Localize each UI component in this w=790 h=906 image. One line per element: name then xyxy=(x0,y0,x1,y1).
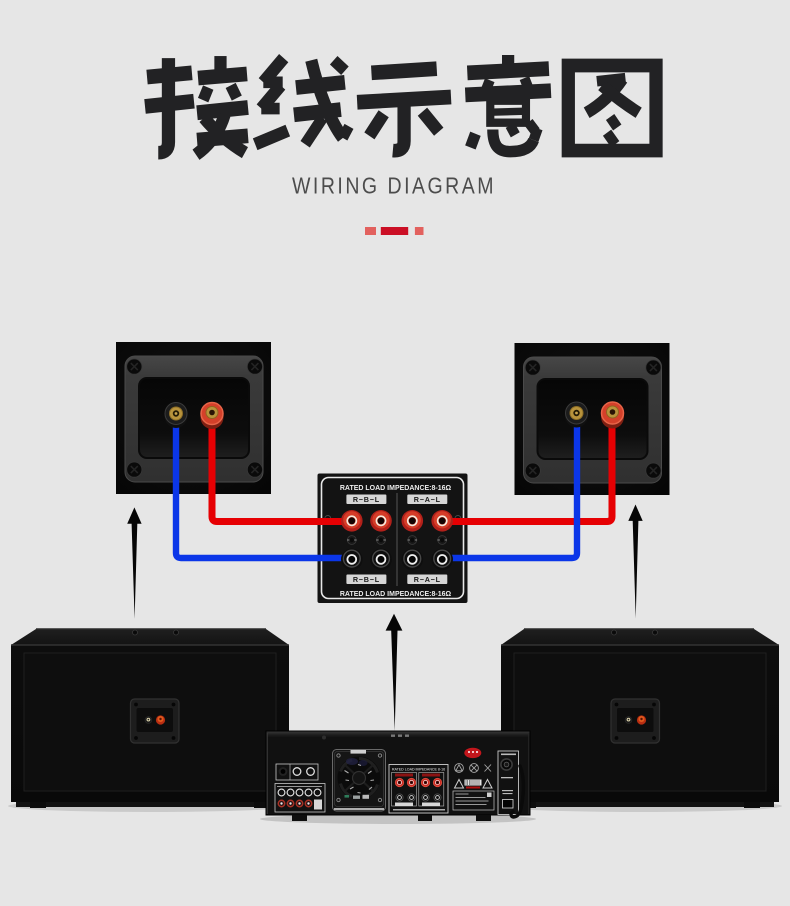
svg-text:WIRING DIAGRAM: WIRING DIAGRAM xyxy=(292,173,496,199)
svg-text:RATED LOAD IMPEDANCE 8-16: RATED LOAD IMPEDANCE 8-16 xyxy=(392,767,445,771)
svg-text:R−A−L: R−A−L xyxy=(414,575,441,584)
svg-text:R−B−L: R−B−L xyxy=(353,495,380,504)
svg-text:R−A−L: R−A−L xyxy=(414,495,441,504)
svg-text:R−B−L: R−B−L xyxy=(353,575,380,584)
svg-text:RATED LOAD IMPEDANCE:8-16Ω: RATED LOAD IMPEDANCE:8-16Ω xyxy=(340,591,452,598)
svg-text:RATED LOAD IMPEDANCE:8-16Ω: RATED LOAD IMPEDANCE:8-16Ω xyxy=(340,485,452,492)
